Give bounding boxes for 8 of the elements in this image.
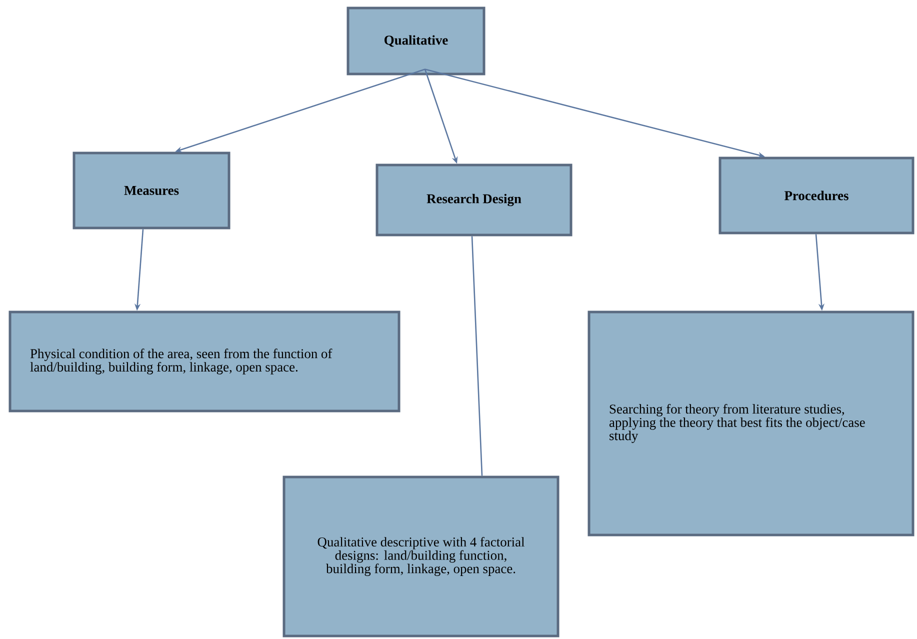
heading-box: Procedures bbox=[718, 156, 914, 234]
text-box: Qualitative descriptive with 4 factorial designs: land/building function, building form, linkage, open space. bbox=[282, 476, 560, 638]
heading-box: Research Design bbox=[376, 164, 572, 236]
connector-line bbox=[471, 236, 483, 476]
heading-box: Measures bbox=[72, 152, 230, 230]
text-box: Searching for theory from literature studies, applying the theory that best fits the object/case study bbox=[588, 310, 914, 536]
heading-box: Qualitative bbox=[346, 6, 486, 76]
text-box: Physical condition of the area, seen from the function of land/building, building form, linkage, open space. bbox=[8, 310, 400, 412]
